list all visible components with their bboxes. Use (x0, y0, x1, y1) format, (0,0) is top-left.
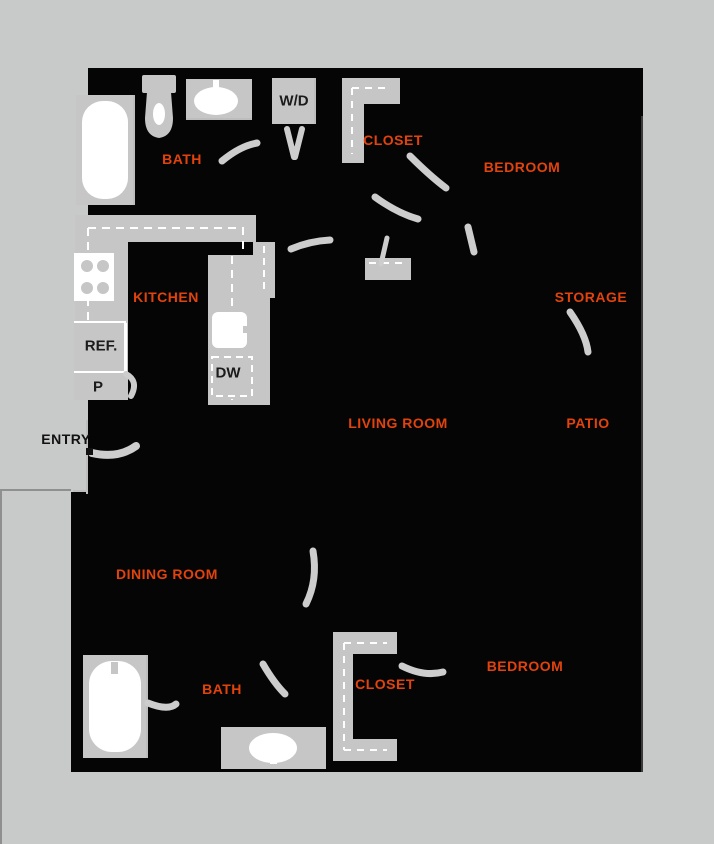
door-swing-icon (284, 126, 305, 160)
door-swing-icon (144, 660, 289, 711)
room-label-bath-lower: BATH (202, 681, 242, 697)
building-context-lines (0, 489, 88, 844)
bath-upper-fixtures (76, 75, 316, 205)
door-swing-icon (88, 442, 140, 459)
refrigerator-box (74, 323, 126, 371)
bath-lower-fixtures (83, 655, 326, 769)
room-label-storage: STORAGE (554, 289, 628, 305)
room-label-bedroom-lower: BEDROOM (486, 658, 564, 674)
door-swing-icon (398, 662, 447, 677)
sink-icon (186, 79, 252, 120)
room-label-bedroom-upper: BEDROOM (483, 159, 561, 175)
exterior-label-entry: ENTRY (41, 431, 91, 447)
room-label-bath-upper: BATH (162, 151, 202, 167)
kitchen-sink-icon (212, 312, 255, 348)
entry-wall-line (73, 420, 88, 494)
patio-wall-lines (641, 116, 643, 772)
kitchen-counters (74, 215, 275, 405)
stove-icon (74, 253, 114, 301)
closet-upper-walls (342, 78, 400, 163)
sink-icon (221, 727, 326, 769)
room-label-closet-upper: CLOSET (363, 132, 423, 148)
door-swing-icon (302, 547, 318, 608)
entry-door-hinge (86, 448, 93, 455)
toilet-icon (142, 75, 176, 138)
door-swing-icon (287, 152, 478, 256)
dishwasher-box (208, 353, 256, 399)
door-swing-icon (123, 371, 138, 399)
door-swing-icon (378, 235, 390, 267)
washer-dryer-box (272, 78, 316, 124)
fixture-label-dishwasher: DW (215, 364, 241, 382)
closet-shelf (365, 258, 411, 280)
door-swing-icon (218, 139, 261, 165)
fixture-label-washer-dryer: W/D (279, 92, 309, 110)
closet-lower-walls (333, 632, 397, 761)
room-label-closet-lower: CLOSET (355, 676, 415, 692)
room-label-kitchen: KITCHEN (133, 289, 199, 305)
room-label-living-room: LIVING ROOM (348, 415, 448, 431)
room-label-patio: PATIO (566, 415, 610, 431)
pantry-box (74, 373, 126, 400)
fixture-label-refrigerator: REF. (84, 337, 118, 355)
door-swing-icon (566, 308, 592, 356)
room-label-dining-room: DINING ROOM (116, 566, 218, 582)
fixture-label-pantry: P (92, 378, 104, 396)
